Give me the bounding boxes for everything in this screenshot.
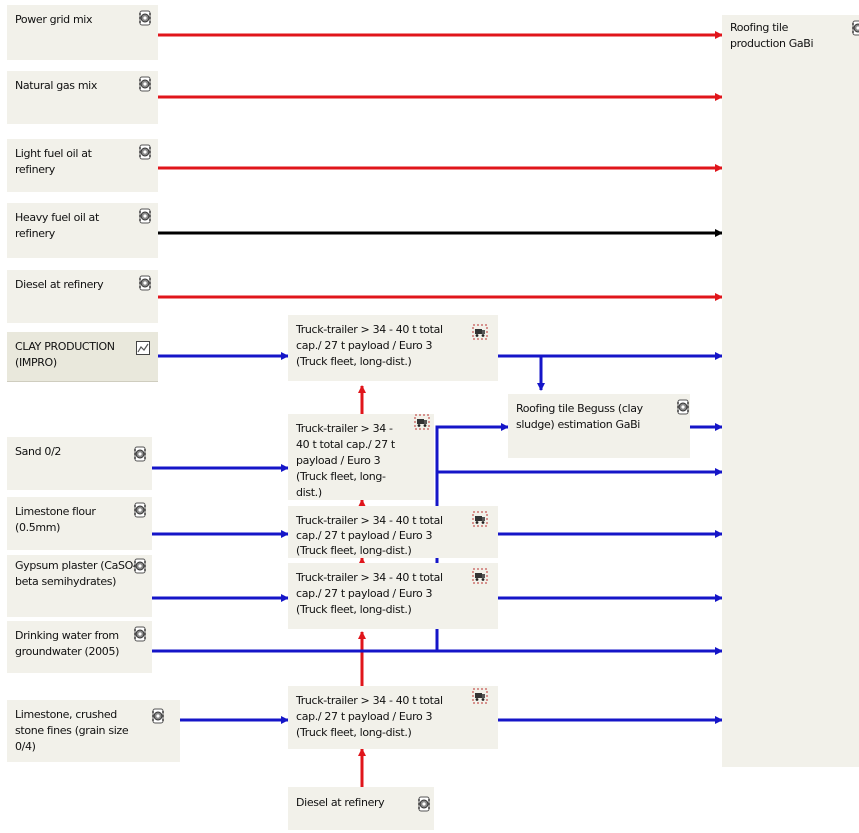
process-diesel-bottom[interactable]: Diesel at refinery — [288, 787, 434, 830]
process-label: Sand 0/2 — [15, 445, 62, 458]
process-gear-icon — [137, 76, 153, 92]
process-label: Power grid mix — [15, 13, 93, 26]
process-label: CLAY PRODUCTION (IMPRO) — [15, 340, 115, 369]
process-limestone-crushed[interactable]: Limestone, crushed stone fines (grain si… — [7, 700, 180, 762]
process-gear-icon — [137, 144, 153, 160]
transport-icon — [472, 568, 488, 584]
process-power-grid-mix[interactable]: Power grid mix — [7, 5, 158, 60]
process-gear-icon — [137, 10, 153, 26]
process-gear-icon — [850, 20, 859, 36]
process-truck-2[interactable]: Truck-trailer > 34 - 40 t total cap./ 27… — [288, 414, 434, 500]
process-label: Drinking water from groundwater (2005) — [15, 629, 120, 658]
process-natural-gas-mix[interactable]: Natural gas mix — [7, 71, 158, 124]
plan-icon — [135, 340, 151, 356]
process-gear-icon — [132, 502, 148, 518]
transport-icon — [472, 324, 488, 340]
process-truck-3[interactable]: Truck-trailer > 34 - 40 t total cap./ 27… — [288, 506, 498, 558]
process-clay-production[interactable]: CLAY PRODUCTION (IMPRO) — [7, 332, 158, 382]
process-gear-icon — [132, 558, 148, 574]
process-light-fuel-oil[interactable]: Light fuel oil at refinery — [7, 139, 158, 192]
process-label: Diesel at refinery — [296, 796, 385, 809]
process-drinking-water[interactable]: Drinking water from groundwater (2005) — [7, 621, 152, 673]
process-label: Roofing tile Beguss (clay sludge) estima… — [516, 402, 643, 431]
process-gear-icon — [132, 446, 148, 462]
process-label: Truck-trailer > 34 - 40 t total cap./ 27… — [296, 422, 395, 499]
process-label: Roofing tile production GaBi — [730, 21, 814, 50]
process-sand[interactable]: Sand 0/2 — [7, 437, 152, 490]
process-truck-5[interactable]: Truck-trailer > 34 - 40 t total cap./ 27… — [288, 686, 498, 749]
process-limestone-flour[interactable]: Limestone flour (0.5mm) — [7, 497, 152, 550]
process-label: Truck-trailer > 34 - 40 t total cap./ 27… — [296, 694, 443, 739]
process-label: Limestone, crushed stone fines (grain si… — [15, 708, 129, 753]
process-label: Gypsum plaster (CaSO4 beta semihydrates) — [15, 559, 140, 588]
process-roofing-tile-beguss[interactable]: Roofing tile Beguss (clay sludge) estima… — [508, 394, 690, 458]
transport-icon — [472, 511, 488, 527]
process-gypsum-plaster[interactable]: Gypsum plaster (CaSO4 beta semihydrates) — [7, 555, 152, 617]
process-label: Light fuel oil at refinery — [15, 147, 92, 176]
process-truck-1[interactable]: Truck-trailer > 34 - 40 t total cap./ 27… — [288, 315, 498, 381]
process-heavy-fuel-oil[interactable]: Heavy fuel oil at refinery — [7, 203, 158, 258]
process-label: Limestone flour (0.5mm) — [15, 505, 96, 534]
process-label: Truck-trailer > 34 - 40 t total cap./ 27… — [296, 571, 443, 616]
process-gear-icon — [137, 275, 153, 291]
transport-icon — [472, 688, 488, 704]
process-gear-icon — [150, 708, 166, 724]
process-gear-icon — [132, 626, 148, 642]
process-diesel-top[interactable]: Diesel at refinery — [7, 270, 158, 323]
transport-icon — [414, 414, 430, 430]
process-gear-icon — [675, 399, 691, 415]
process-gear-icon — [416, 796, 432, 812]
process-roofing-tile-production[interactable]: Roofing tile production GaBi — [722, 15, 859, 767]
process-label: Heavy fuel oil at refinery — [15, 211, 99, 240]
process-truck-4[interactable]: Truck-trailer > 34 - 40 t total cap./ 27… — [288, 563, 498, 629]
process-label: Truck-trailer > 34 - 40 t total cap./ 27… — [296, 514, 443, 557]
process-gear-icon — [137, 208, 153, 224]
process-label: Natural gas mix — [15, 79, 98, 92]
process-label: Truck-trailer > 34 - 40 t total cap./ 27… — [296, 323, 443, 368]
process-label: Diesel at refinery — [15, 278, 104, 291]
